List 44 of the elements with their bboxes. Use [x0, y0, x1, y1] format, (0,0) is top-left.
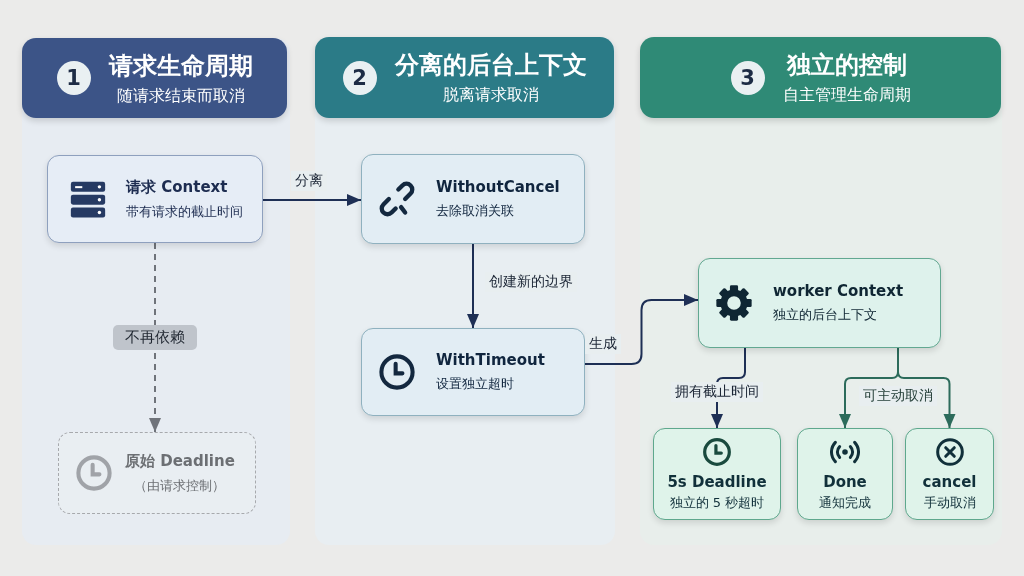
edge-label: 不再依赖 [113, 324, 197, 350]
box-title: 请求 Context [126, 177, 228, 197]
box-title: WithTimeout [436, 351, 545, 369]
box-title: cancel [922, 472, 977, 491]
header-band [22, 38, 287, 118]
column-title: 请求生命周期 [108, 50, 253, 82]
dashed-box [58, 432, 256, 514]
context-box [361, 154, 585, 244]
box-title: 5s Deadline [667, 472, 767, 491]
context-box [361, 328, 585, 416]
arrow [584, 294, 699, 365]
context-box [797, 428, 893, 520]
box-title: 原始 Deadline [125, 451, 235, 471]
arrow [262, 194, 362, 206]
column-subtitle: 脱离请求取消 [442, 85, 539, 106]
box-subtitle: 设置独立超时 [436, 375, 514, 393]
arrow [897, 347, 956, 429]
box-subtitle: （由请求控制） [134, 476, 226, 495]
box-subtitle: 通知完成 [819, 493, 871, 512]
column-title: 分离的后台上下文 [394, 50, 587, 81]
box-title: worker Context [773, 282, 904, 300]
step-number: 1 [56, 61, 91, 95]
header-band [315, 37, 614, 118]
arrow [467, 243, 479, 329]
column-subtitle: 自主管理生命周期 [782, 85, 911, 106]
context-box [905, 428, 994, 520]
box-subtitle: 去除取消关联 [436, 202, 514, 220]
column-subtitle: 随请求结束而取消 [116, 85, 245, 107]
box-title: Done [823, 472, 867, 491]
edge-label: 拥有截止时间 [671, 382, 763, 402]
context-box [653, 428, 781, 520]
context-box [47, 155, 263, 243]
header-band [640, 37, 1001, 118]
context-box [698, 258, 941, 348]
box-subtitle: 独立的 5 秒超时 [669, 493, 765, 512]
edge-label: 可主动取消 [859, 386, 937, 406]
box-subtitle: 手动取消 [923, 493, 976, 512]
step-number: 3 [730, 60, 765, 95]
step-number: 2 [342, 60, 377, 95]
box-subtitle: 带有请求的截止时间 [126, 202, 243, 221]
dashed-arrow [149, 242, 161, 433]
column-title: 独立的控制 [786, 50, 907, 81]
box-title: WithoutCancel [436, 178, 560, 196]
box-subtitle: 独立的后台上下文 [773, 306, 877, 324]
